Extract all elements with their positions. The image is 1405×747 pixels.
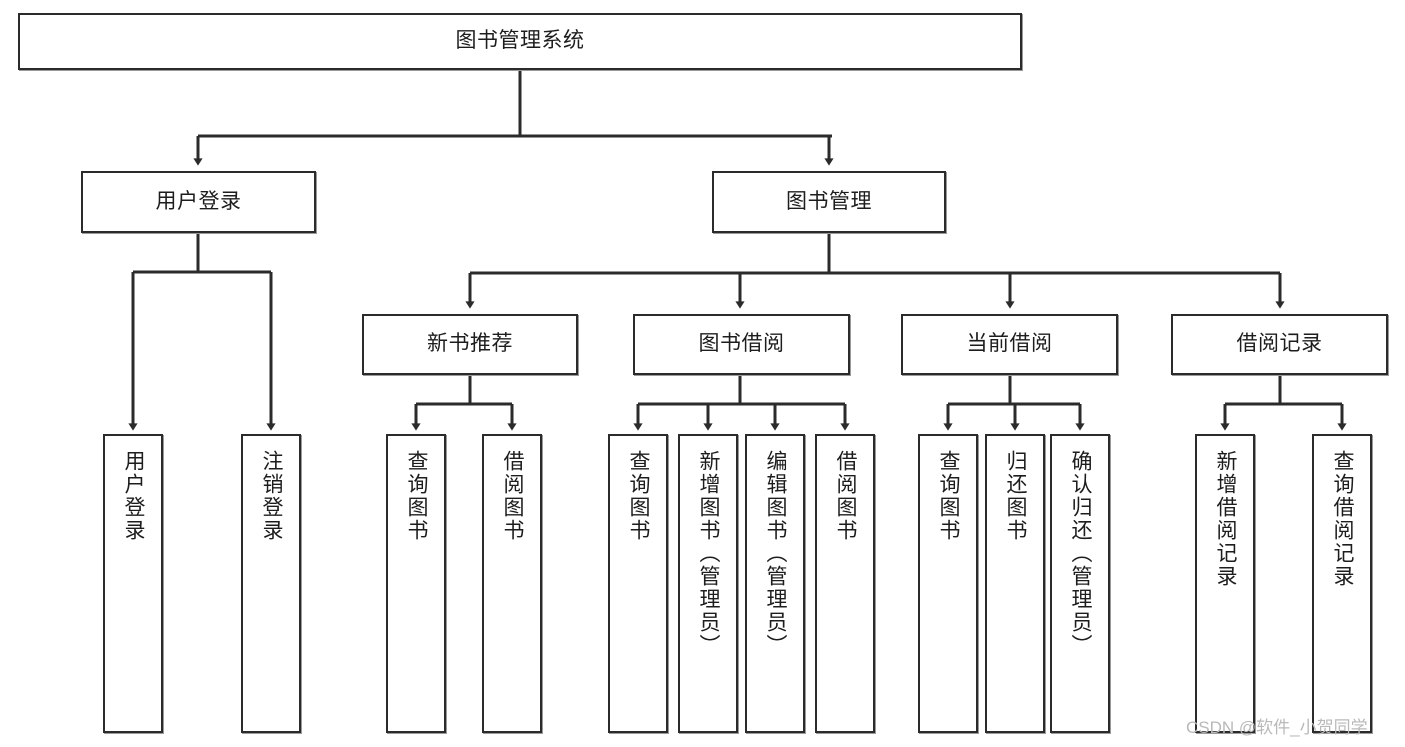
leaf-query-book-recommend[interactable]: 查询图书 [386,434,446,733]
node-current-borrow[interactable]: 当前借阅 [901,314,1118,375]
node-label: 注销登录 [260,450,284,542]
leaf-edit-book-admin[interactable]: 编辑图书（管理员） [745,434,805,733]
node-label: 借阅图书 [834,450,858,542]
leaf-query-borrow-record[interactable]: 查询借阅记录 [1312,434,1372,733]
leaf-confirm-return-admin[interactable]: 确认归还（管理员） [1050,434,1110,733]
node-label: 查询图书 [405,450,429,542]
node-book-borrow[interactable]: 图书借阅 [633,314,850,375]
node-label: 编辑图书（管理员） [764,450,788,657]
node-label: 借阅图书 [501,450,525,542]
node-label: 用户登录 [122,450,146,542]
node-label: 图书管理系统 [455,29,585,53]
node-label: 用户登录 [155,189,242,213]
leaf-add-borrow-record[interactable]: 新增借阅记录 [1195,434,1255,733]
node-user-login[interactable]: 用户登录 [81,171,316,233]
node-label: 图书管理 [786,189,872,213]
node-root-system[interactable]: 图书管理系统 [18,13,1022,70]
leaf-query-book-borrow[interactable]: 查询图书 [608,434,668,733]
node-label: 新书推荐 [427,332,513,356]
node-borrow-record[interactable]: 借阅记录 [1171,314,1388,375]
leaf-borrow-book[interactable]: 借阅图书 [815,434,875,733]
leaf-query-book-current[interactable]: 查询图书 [918,434,978,733]
node-label: 新增图书（管理员） [697,450,721,657]
node-label: 新增借阅记录 [1214,450,1238,588]
node-label: 借阅记录 [1236,332,1323,356]
node-new-book-recommend[interactable]: 新书推荐 [362,314,578,375]
node-book-management[interactable]: 图书管理 [712,171,946,233]
node-label: 查询图书 [627,450,651,542]
leaf-logout[interactable]: 注销登录 [241,434,301,733]
leaf-borrow-book-recommend[interactable]: 借阅图书 [482,434,542,733]
leaf-add-book-admin[interactable]: 新增图书（管理员） [678,434,738,733]
leaf-user-login[interactable]: 用户登录 [103,434,163,733]
csdn-watermark: CSDN @软件_小贺同学 [1186,718,1368,737]
node-label: 查询借阅记录 [1331,450,1355,588]
leaf-return-book[interactable]: 归还图书 [985,434,1045,733]
node-label: 确认归还（管理员） [1069,450,1093,657]
node-label: 查询图书 [937,450,961,542]
node-label: 归还图书 [1004,450,1028,542]
node-label: 图书借阅 [698,332,785,356]
node-label: 当前借阅 [966,332,1053,356]
